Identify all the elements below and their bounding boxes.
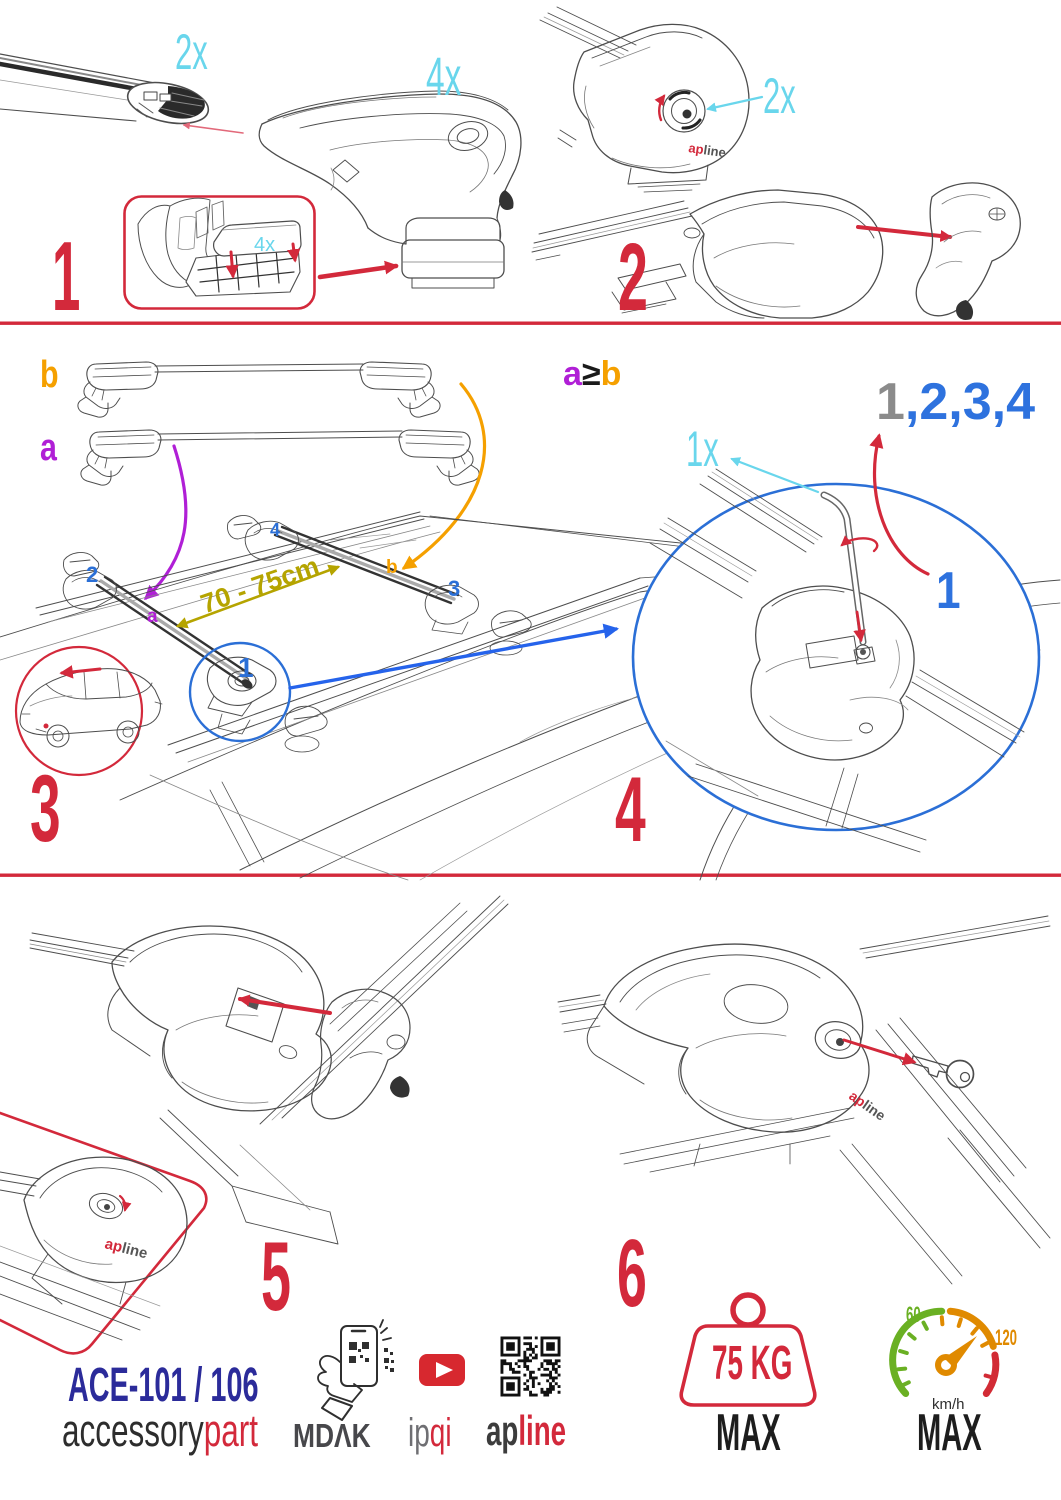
svg-text:2: 2 <box>618 225 648 331</box>
svg-text:apline: apline <box>486 1407 566 1454</box>
svg-text:4x: 4x <box>254 234 275 256</box>
svg-text:2x: 2x <box>175 23 208 79</box>
svg-text:1: 1 <box>936 562 961 620</box>
svg-text:1: 1 <box>52 221 80 331</box>
svg-text:4: 4 <box>270 520 280 540</box>
svg-text:3: 3 <box>30 757 61 862</box>
svg-text:apline: apline <box>688 140 727 160</box>
svg-text:b: b <box>40 354 59 396</box>
svg-text:b: b <box>386 557 398 578</box>
svg-text:MAX: MAX <box>716 1403 781 1461</box>
svg-text:2: 2 <box>86 562 98 587</box>
svg-text:60: 60 <box>906 1303 921 1327</box>
svg-text:5: 5 <box>261 1221 291 1331</box>
svg-text:1x: 1x <box>686 420 719 476</box>
svg-text:MAX: MAX <box>917 1403 982 1461</box>
svg-text:120: 120 <box>995 1326 1017 1350</box>
svg-text:75 KG: 75 KG <box>712 1336 792 1390</box>
svg-text:a≥b: a≥b <box>563 355 621 393</box>
svg-text:1: 1 <box>238 652 254 683</box>
svg-text:a: a <box>40 427 58 469</box>
svg-text:MDΛK: MDΛK <box>293 1418 371 1454</box>
svg-text:km/h: km/h <box>932 1396 965 1413</box>
svg-text:6: 6 <box>617 1221 647 1327</box>
svg-text:4x: 4x <box>426 46 461 107</box>
svg-text:ACE-101 / 106: ACE-101 / 106 <box>68 1359 258 1412</box>
svg-text:a: a <box>147 606 158 627</box>
svg-text:1,2,3,4: 1,2,3,4 <box>876 373 1035 431</box>
svg-text:accessorypart: accessorypart <box>62 1407 258 1457</box>
svg-text:3: 3 <box>448 576 460 601</box>
svg-text:4: 4 <box>615 759 646 862</box>
svg-text:2x: 2x <box>763 67 796 123</box>
svg-text:ipqi: ipqi <box>408 1411 452 1455</box>
